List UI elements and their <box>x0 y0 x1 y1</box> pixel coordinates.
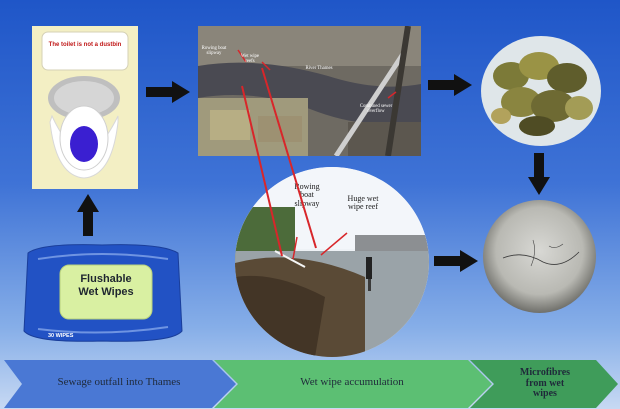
map-label-river-thames: River Thames <box>305 66 333 71</box>
photo-label-rowing-line2: boat <box>300 190 314 200</box>
wipes-pack-title-line2: Wet Wipes <box>78 286 134 299</box>
clams-photo <box>481 36 601 146</box>
stage-3-label-line3: wipes <box>533 388 557 399</box>
toilet-icon <box>41 31 129 179</box>
microfibre-micrograph <box>483 200 596 313</box>
photo-label-reef-line2: wipe reef <box>348 202 378 212</box>
photo-label-reef-line1: Huge wet <box>347 194 379 203</box>
arrow-right-toilet-to-map <box>146 81 190 103</box>
photo-label-rowing-line3: slipway <box>294 198 320 208</box>
map-label-rowing-slipway: Rowing boat slipway <box>201 46 227 57</box>
wipes-pack-title-line1: Flushable <box>80 273 132 285</box>
photo-label-rowing-line1: Rowing <box>294 182 320 191</box>
stage-3-label-line1: Microfibres <box>519 367 571 378</box>
stage-3-label-line2: from wet <box>525 377 565 389</box>
wipes-pack-title: Flushable Wet Wipes <box>66 273 146 299</box>
map-label-wet-wipe-reefs: Wet wipe reefs <box>240 54 260 65</box>
stage-1-chevron <box>4 360 236 408</box>
toilet-illustration: The toilet is not a dustbin <box>32 26 138 189</box>
arrow-up-wipes-to-toilet <box>77 194 99 236</box>
stage-2-label: Wet wipe accumulation <box>300 376 404 388</box>
stage-3-chevron <box>470 360 618 408</box>
stage-chevron-bar <box>4 360 618 408</box>
stage-1-label: Sewage outfall into Thames <box>57 376 181 388</box>
wipes-pack-count: 30 WIPES <box>48 333 74 339</box>
arrow-down-clams-to-microfibre <box>528 153 550 195</box>
map-label-combined-sewer-overflow: Combined sewer overflow <box>359 104 393 115</box>
arrow-right-map-to-clams <box>428 74 472 96</box>
aerial-map-image <box>198 26 421 156</box>
wipes-pack-icon <box>23 244 183 342</box>
aerial-map: Rowing boat slipway Wet wipe reefs River… <box>198 26 421 156</box>
photo-label-rowing-slipway: Rowing boat slipway <box>287 182 327 208</box>
toilet-caption: The toilet is not a dustbin <box>48 42 122 48</box>
stage-2-chevron <box>214 360 492 408</box>
stage-3-label: Microfibres from wet wipes <box>500 367 590 400</box>
photo-label-wipe-reef: Huge wet wipe reef <box>337 194 389 212</box>
arrow-right-photo-to-microfibre <box>434 250 478 272</box>
wet-wipes-pack: Flushable Wet Wipes 30 WIPES <box>22 241 184 344</box>
